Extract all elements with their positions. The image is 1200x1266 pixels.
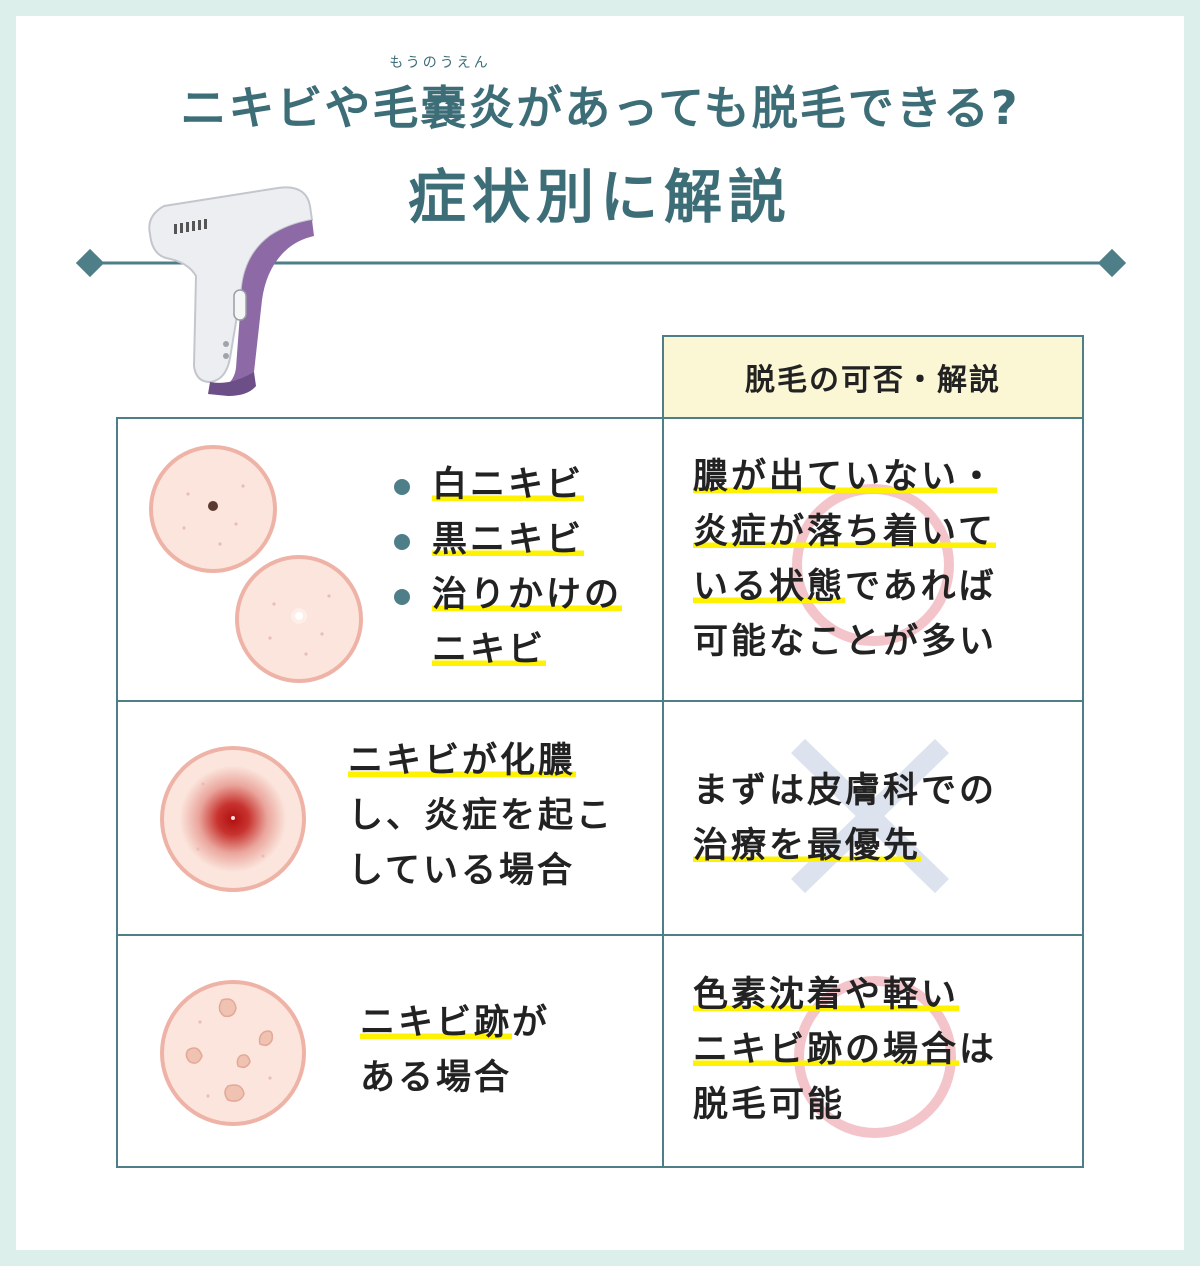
explanation-3: 色素沈着や軽い ニキビ跡の場合は 脱毛可能	[693, 975, 998, 1125]
symptom-black-pimple: 黒ニキビ	[432, 520, 585, 560]
title-line1: ニキビや毛嚢炎があっても脱毛できる?	[180, 81, 1020, 135]
symptom-white-pimple: 白ニキビ	[432, 465, 585, 505]
bullet-icon	[394, 534, 410, 550]
healing-pimple-skin-icon	[235, 555, 363, 683]
symptom-healing-pimple-line1: 治りかけの	[432, 575, 623, 615]
title-ruby: もうのうえん	[389, 55, 491, 71]
acne-scar-skin-icon	[160, 980, 306, 1126]
list-item: 治りかけのニキビ	[390, 568, 623, 678]
symptom-2: ニキビが化膿 し、炎症を起こ している場合	[348, 741, 615, 891]
list-item: 白ニキビ	[390, 458, 622, 513]
white-pimple-skin-icon	[149, 445, 277, 573]
bullet-icon	[394, 589, 410, 605]
list-item: 黒ニキビ	[390, 513, 622, 568]
inflamed-pimple-skin-icon	[160, 746, 306, 892]
title-line2: 症状別に解説	[407, 163, 792, 231]
symptom-3: ニキビ跡が ある場合	[360, 1003, 551, 1098]
column-header-cell: 脱毛の可否・解説	[662, 335, 1084, 419]
explanation-2: まずは皮膚科での 治療を最優先	[693, 771, 998, 866]
column-header: 脱毛の可否・解説	[745, 363, 1001, 398]
symptom-healing-pimple-line2: ニキビ	[432, 630, 547, 670]
explanation-1: 膿が出ていない・ 炎症が落ち着いて いる状態であれば 可能なことが多い	[693, 457, 998, 662]
hair-removal-device-icon	[148, 186, 314, 396]
symptom-list: 白ニキビ 黒ニキビ 治りかけのニキビ	[390, 458, 623, 678]
bullet-icon	[394, 479, 410, 495]
